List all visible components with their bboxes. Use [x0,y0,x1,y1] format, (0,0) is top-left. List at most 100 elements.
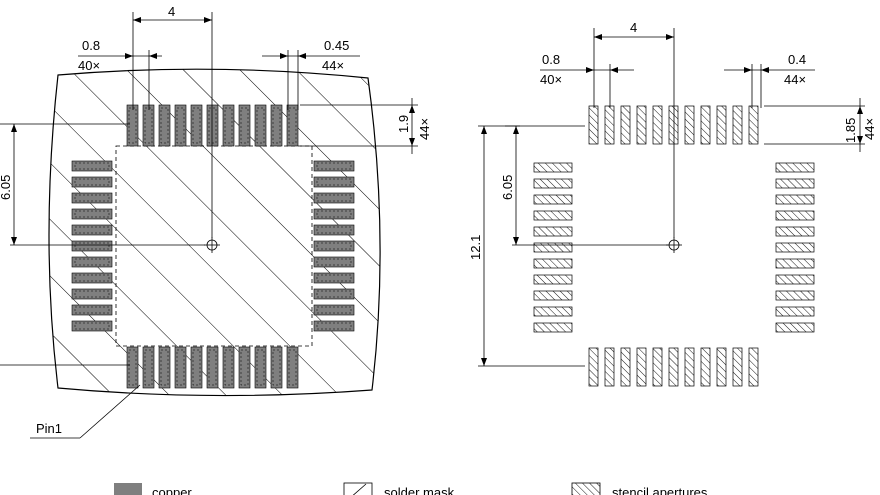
top-aperture [652,105,663,145]
right-copper-pad [313,192,355,204]
right-pitch-count: 40× [540,72,562,87]
legend-label-stencil: stencil apertures [612,485,708,495]
pad-paste-outline [288,107,297,144]
right-aperture [775,178,815,189]
bottom-aperture [636,347,647,387]
legend-item-stencil: stencil apertures [571,482,708,495]
bottom-copper-pad [126,346,139,389]
pad-paste-outline [316,194,352,202]
left-copper-pad [71,176,113,188]
left-aperture [533,194,573,205]
left-pads [71,104,355,389]
left-copper-pad [71,240,113,252]
right-aperture [775,194,815,205]
pad-paste-outline [316,290,352,298]
pad-paste-outline [316,162,352,170]
left-aperture [533,226,573,237]
right-length-count: 44× [862,118,877,140]
pad-paste-outline [288,349,297,386]
top-copper-pad [254,104,267,147]
right-copper-pad [313,272,355,284]
pad-paste-outline [160,107,169,144]
bottom-aperture [604,347,615,387]
pad-paste-outline [128,107,137,144]
left-aperture [533,258,573,269]
pad-paste-outline [176,349,185,386]
bottom-aperture [668,347,679,387]
right-aperture [775,322,815,333]
top-aperture [732,105,743,145]
right-aperture [775,162,815,173]
left-dimensions [0,12,418,439]
bottom-aperture [652,347,663,387]
top-copper-pad [286,104,299,147]
left-width-dim: 0.45 [324,38,349,53]
top-copper-pad [142,104,155,147]
right-copper-pad [313,176,355,188]
right-aperture [775,274,815,285]
top-copper-pad [158,104,171,147]
right-span-dim: 4 [630,20,637,35]
top-aperture [604,105,615,145]
left-pitch-dim: 0.8 [82,38,100,53]
right-half-row-dim: 6.05 [500,175,515,200]
legend-label-solder-mask: solder mask [384,485,455,495]
top-aperture [636,105,647,145]
pad-paste-outline [256,107,265,144]
left-half-row-dim: 6.05 [0,175,13,200]
right-row-span-dim: 12.1 [468,235,483,260]
pad-paste-outline [144,107,153,144]
left-copper-pad [71,320,113,332]
top-copper-pad [270,104,283,147]
pad-paste-outline [74,242,110,250]
solder-mask-area [48,68,381,397]
bottom-copper-pad [286,346,299,389]
top-aperture [716,105,727,145]
left-dimension-arrows [11,17,415,245]
pin1-label: Pin1 [36,421,62,436]
left-aperture [533,210,573,221]
left-copper-pad [71,160,113,172]
right-width-count: 44× [784,72,806,87]
pad-paste-outline [240,349,249,386]
bottom-aperture [732,347,743,387]
right-apertures [533,105,815,387]
pad-paste-outline [316,178,352,186]
pad-paste-outline [316,258,352,266]
pad-paste-outline [208,107,217,144]
right-copper-pad [313,224,355,236]
right-center-mark [666,237,682,253]
left-copper-pad [71,192,113,204]
right-pitch-dim: 0.8 [542,52,560,67]
left-land-pattern [48,68,381,397]
top-aperture [620,105,631,145]
left-copper-pad [71,288,113,300]
pad-paste-outline [74,290,110,298]
left-aperture [533,290,573,301]
right-copper-pad [313,288,355,300]
right-copper-pad [313,304,355,316]
pad-paste-outline [176,107,185,144]
bottom-aperture [588,347,599,387]
bottom-copper-pad [206,346,219,389]
pad-paste-outline [208,349,217,386]
top-aperture [668,105,679,145]
right-stencil-pattern [533,105,815,387]
left-aperture [533,162,573,173]
top-copper-pad [222,104,235,147]
copper-swatch-icon [114,483,142,495]
solder-mask-swatch-icon [343,482,373,495]
pad-paste-outline [272,349,281,386]
right-copper-pad [313,256,355,268]
left-copper-pad [71,304,113,316]
top-aperture [700,105,711,145]
pad-paste-outline [74,322,110,330]
bottom-copper-pad [254,346,267,389]
right-copper-pad [313,320,355,332]
top-copper-pad [206,104,219,147]
pad-paste-outline [316,322,352,330]
pad-paste-outline [316,274,352,282]
pad-paste-outline [74,210,110,218]
left-aperture [533,322,573,333]
left-copper-pad [71,256,113,268]
